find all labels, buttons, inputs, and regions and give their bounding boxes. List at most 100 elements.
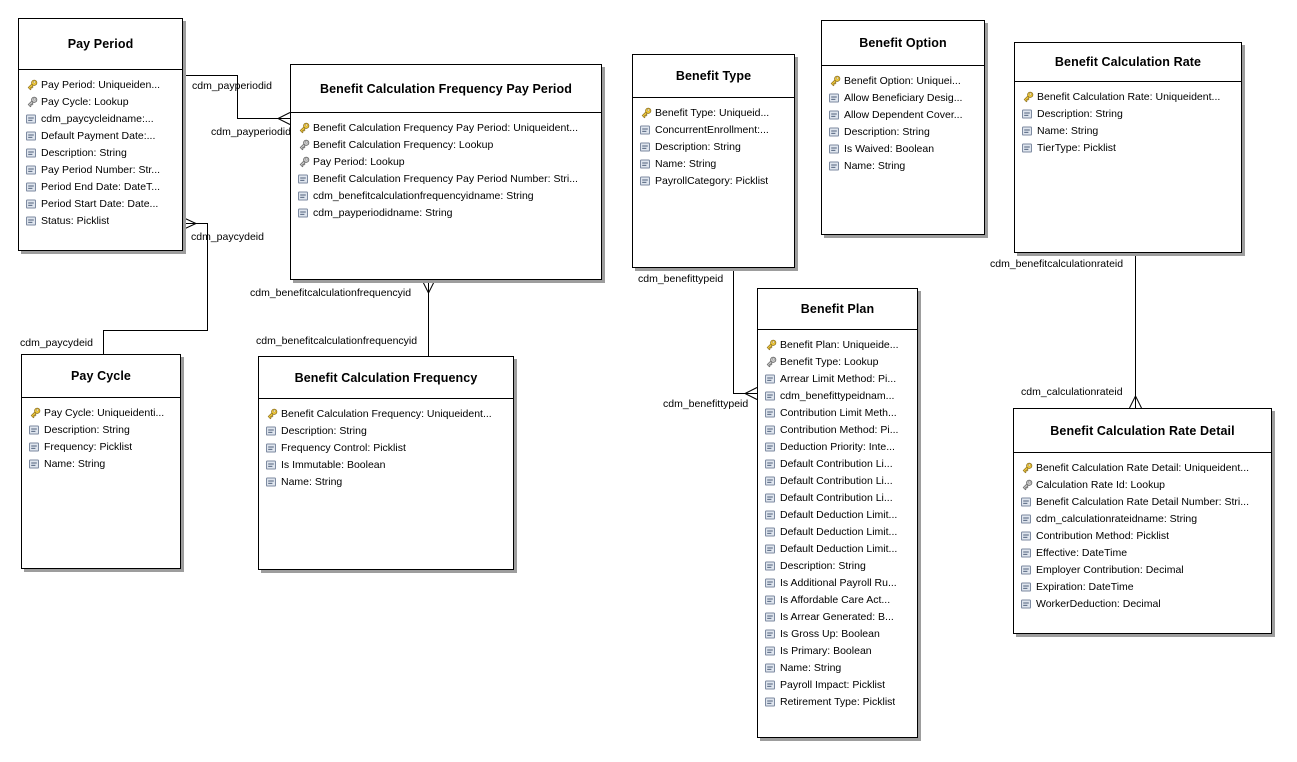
field-label: cdm_payperiodidname: String (313, 206, 453, 219)
field-row[interactable]: Benefit Calculation Frequency: Uniqueide… (266, 405, 509, 422)
field-label: Arrear Limit Method: Pi... (780, 372, 897, 385)
field-row[interactable]: cdm_paycycleidname:... (26, 110, 178, 127)
column-icon (266, 443, 281, 453)
field-row[interactable]: Description: String (765, 557, 913, 574)
primary-key-icon (640, 106, 655, 119)
field-row[interactable]: Benefit Type: Uniqueid... (640, 104, 790, 121)
field-label: Name: String (844, 159, 906, 172)
field-row[interactable]: Default Payment Date:... (26, 127, 178, 144)
field-row[interactable]: Description: String (640, 138, 790, 155)
field-row[interactable]: WorkerDeduction: Decimal (1021, 595, 1267, 612)
field-row[interactable]: Allow Beneficiary Desig... (829, 89, 980, 106)
entity-benefit-calculation-frequency[interactable]: Benefit Calculation Frequency Benefit Ca… (258, 356, 514, 570)
field-row[interactable]: Expiration: DateTime (1021, 578, 1267, 595)
column-icon (298, 174, 313, 184)
field-row[interactable]: Effective: DateTime (1021, 544, 1267, 561)
entity-benefit-calculation-frequency-pay-period[interactable]: Benefit Calculation Frequency Pay Period… (290, 64, 602, 280)
field-row[interactable]: Deduction Priority: Inte... (765, 438, 913, 455)
field-row[interactable]: Pay Cycle: Uniqueidenti... (29, 404, 176, 421)
field-row[interactable]: Employer Contribution: Decimal (1021, 561, 1267, 578)
field-row[interactable]: Name: String (1022, 122, 1237, 139)
entity-benefit-plan[interactable]: Benefit Plan Benefit Plan: Uniqueide...B… (757, 288, 918, 738)
field-row[interactable]: Description: String (1022, 105, 1237, 122)
field-row[interactable]: Contribution Method: Picklist (1021, 527, 1267, 544)
field-row[interactable]: Pay Cycle: Lookup (26, 93, 178, 110)
field-row[interactable]: Benefit Type: Lookup (765, 353, 913, 370)
field-row[interactable]: Default Contribution Li... (765, 472, 913, 489)
field-row[interactable]: Is Affordable Care Act... (765, 591, 913, 608)
field-row[interactable]: Frequency: Picklist (29, 438, 176, 455)
entity-fields: Benefit Calculation Frequency Pay Period… (291, 113, 601, 221)
field-row[interactable]: Pay Period Number: Str... (26, 161, 178, 178)
field-row[interactable]: Name: String (829, 157, 980, 174)
field-row[interactable]: Calculation Rate Id: Lookup (1021, 476, 1267, 493)
field-row[interactable]: Is Primary: Boolean (765, 642, 913, 659)
field-row[interactable]: Default Deduction Limit... (765, 523, 913, 540)
entity-benefit-calculation-rate-detail[interactable]: Benefit Calculation Rate Detail Benefit … (1013, 408, 1272, 634)
field-label: Is Additional Payroll Ru... (780, 576, 897, 589)
field-label: Benefit Calculation Frequency Pay Period… (313, 121, 578, 134)
field-label: Description: String (41, 146, 127, 159)
field-row[interactable]: Contribution Limit Meth... (765, 404, 913, 421)
field-row[interactable]: Is Gross Up: Boolean (765, 625, 913, 642)
field-row[interactable]: Description: String (29, 421, 176, 438)
field-row[interactable]: Frequency Control: Picklist (266, 439, 509, 456)
field-row[interactable]: Contribution Method: Pi... (765, 421, 913, 438)
field-row[interactable]: ConcurrentEnrollment:... (640, 121, 790, 138)
field-row[interactable]: Benefit Calculation Frequency Pay Period… (298, 170, 597, 187)
field-row[interactable]: cdm_payperiodidname: String (298, 204, 597, 221)
field-row[interactable]: TierType: Picklist (1022, 139, 1237, 156)
field-row[interactable]: Pay Period: Uniqueiden... (26, 76, 178, 93)
column-icon (765, 680, 780, 690)
field-row[interactable]: Default Deduction Limit... (765, 540, 913, 557)
entity-benefit-calculation-rate[interactable]: Benefit Calculation Rate Benefit Calcula… (1014, 42, 1242, 253)
entity-pay-cycle[interactable]: Pay Cycle Pay Cycle: Uniqueidenti...Desc… (21, 354, 181, 569)
field-row[interactable]: Benefit Option: Uniquei... (829, 72, 980, 89)
field-row[interactable]: cdm_benefitcalculationfrequencyidname: S… (298, 187, 597, 204)
field-row[interactable]: Is Immutable: Boolean (266, 456, 509, 473)
field-row[interactable]: cdm_benefittypeidnam... (765, 387, 913, 404)
field-row[interactable]: Description: String (26, 144, 178, 161)
entity-benefit-option[interactable]: Benefit Option Benefit Option: Uniquei..… (821, 20, 985, 235)
entity-benefit-type[interactable]: Benefit Type Benefit Type: Uniqueid...Co… (632, 54, 795, 268)
field-row[interactable]: Default Contribution Li... (765, 455, 913, 472)
field-row[interactable]: Period End Date: DateT... (26, 178, 178, 195)
field-row[interactable]: Benefit Calculation Frequency Pay Period… (298, 119, 597, 136)
field-row[interactable]: Name: String (640, 155, 790, 172)
field-row[interactable]: Description: String (829, 123, 980, 140)
column-icon (26, 165, 41, 175)
field-row[interactable]: Arrear Limit Method: Pi... (765, 370, 913, 387)
field-row[interactable]: Description: String (266, 422, 509, 439)
field-row[interactable]: Default Contribution Li... (765, 489, 913, 506)
field-row[interactable]: Retirement Type: Picklist (765, 693, 913, 710)
field-row[interactable]: Default Deduction Limit... (765, 506, 913, 523)
field-row[interactable]: Benefit Plan: Uniqueide... (765, 336, 913, 353)
connector-label: cdm_paycydeid (20, 337, 93, 349)
field-row[interactable]: Allow Dependent Cover... (829, 106, 980, 123)
column-icon (765, 561, 780, 571)
field-label: Pay Period Number: Str... (41, 163, 161, 176)
field-row[interactable]: Is Additional Payroll Ru... (765, 574, 913, 591)
entity-pay-period[interactable]: Pay Period Pay Period: Uniqueiden...Pay … (18, 18, 183, 251)
field-row[interactable]: Status: Picklist (26, 212, 178, 229)
field-row[interactable]: Is Arrear Generated: B... (765, 608, 913, 625)
field-row[interactable]: Benefit Calculation Rate Detail Number: … (1021, 493, 1267, 510)
column-icon (640, 176, 655, 186)
field-row[interactable]: PayrollCategory: Picklist (640, 172, 790, 189)
field-row[interactable]: Benefit Calculation Rate Detail: Uniquei… (1021, 459, 1267, 476)
field-row[interactable]: Pay Period: Lookup (298, 153, 597, 170)
field-row[interactable]: Name: String (266, 473, 509, 490)
field-row[interactable]: Name: String (765, 659, 913, 676)
field-row[interactable]: Period Start Date: Date... (26, 195, 178, 212)
field-row[interactable]: cdm_calculationrateidname: String (1021, 510, 1267, 527)
column-icon (26, 199, 41, 209)
column-icon (829, 144, 844, 154)
field-row[interactable]: Is Waived: Boolean (829, 140, 980, 157)
field-row[interactable]: Name: String (29, 455, 176, 472)
field-row[interactable]: Payroll Impact: Picklist (765, 676, 913, 693)
column-icon (1022, 109, 1037, 119)
field-label: Is Gross Up: Boolean (780, 627, 880, 640)
field-row[interactable]: Benefit Calculation Frequency: Lookup (298, 136, 597, 153)
field-row[interactable]: Benefit Calculation Rate: Uniqueident... (1022, 88, 1237, 105)
